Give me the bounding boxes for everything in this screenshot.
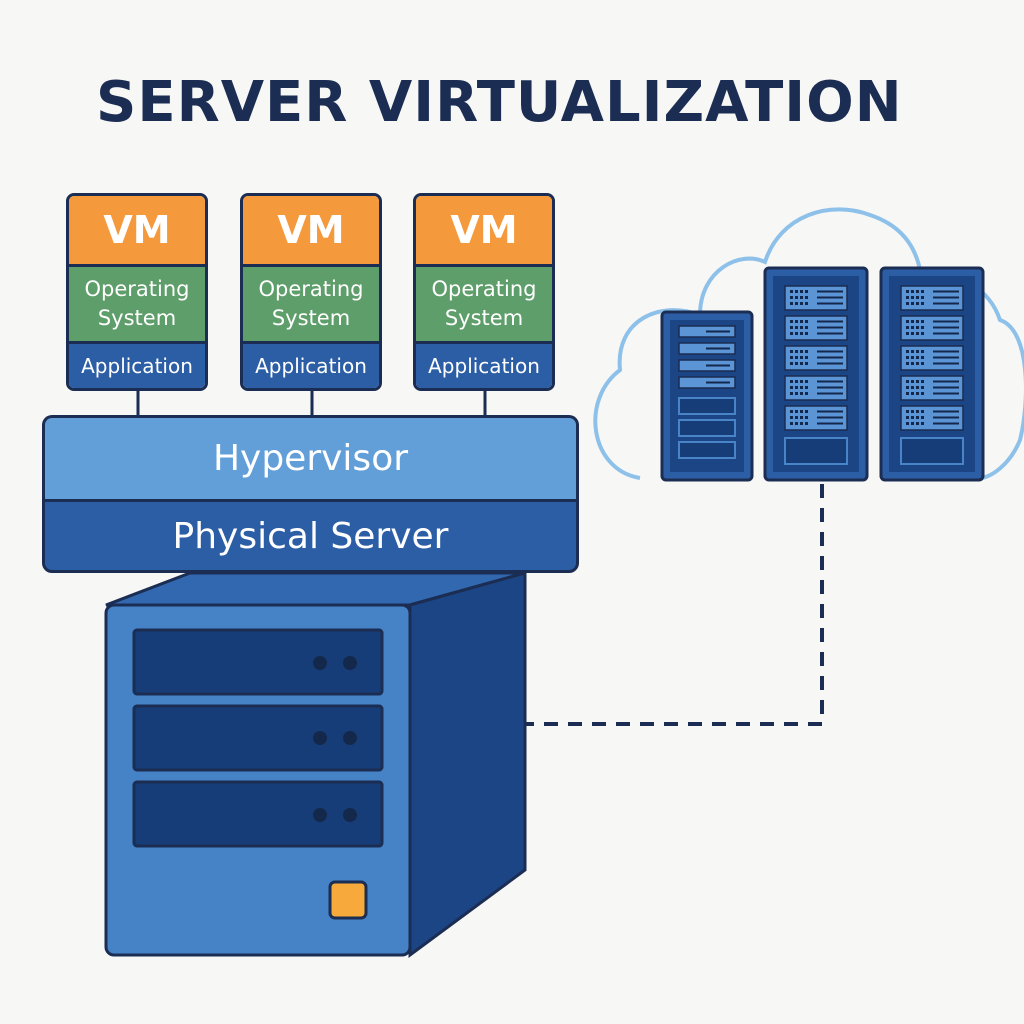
- rack-unit: [678, 342, 736, 355]
- rack-unit: [678, 359, 736, 372]
- vm-card[interactable]: VM Operating System Application: [240, 193, 382, 391]
- page-title: SERVER VIRTUALIZATION: [96, 70, 903, 135]
- rack-unit: [900, 285, 964, 311]
- power-button[interactable]: [328, 880, 368, 920]
- rack-unit: [678, 441, 736, 459]
- vm-operating-system: Operating System: [69, 267, 205, 344]
- vm-application: Application: [243, 344, 379, 388]
- rack-unit-empty: [784, 437, 848, 465]
- vm-connectors: [136, 391, 487, 416]
- rack-unit: [784, 285, 848, 311]
- vm-operating-system: Operating System: [243, 267, 379, 344]
- rack-unit-empty: [900, 437, 964, 465]
- server-rack-tall-2: [879, 266, 985, 482]
- physical-server-layer: Physical Server: [42, 499, 579, 573]
- rack-unit: [784, 345, 848, 371]
- server-rack-small: [660, 310, 754, 482]
- rack-unit: [900, 345, 964, 371]
- drive-bay: [132, 628, 384, 696]
- rack-unit: [784, 315, 848, 341]
- server-tower-icon: [104, 571, 527, 958]
- server-rack-tall-1: [763, 266, 869, 482]
- rack-unit: [678, 419, 736, 437]
- hypervisor-label: Hypervisor: [212, 438, 409, 479]
- rack-unit: [784, 375, 848, 401]
- network-connection-line: [525, 484, 824, 726]
- vm-operating-system: Operating System: [416, 267, 552, 344]
- hypervisor-layer: Hypervisor: [42, 415, 579, 499]
- vm-application: Application: [69, 344, 205, 388]
- vm-application: Application: [416, 344, 552, 388]
- rack-unit: [784, 405, 848, 431]
- rack-unit: [900, 405, 964, 431]
- vm-label: VM: [243, 196, 379, 267]
- rack-unit: [900, 315, 964, 341]
- drive-bay: [132, 780, 384, 848]
- vm-card[interactable]: VM Operating System Application: [66, 193, 208, 391]
- vm-card[interactable]: VM Operating System Application: [413, 193, 555, 391]
- vm-label: VM: [69, 196, 205, 267]
- vm-label: VM: [416, 196, 552, 267]
- rack-unit: [678, 376, 736, 389]
- rack-unit: [678, 397, 736, 415]
- drive-bay: [132, 704, 384, 772]
- rack-unit: [678, 325, 736, 338]
- rack-unit: [900, 375, 964, 401]
- physical-server-label: Physical Server: [172, 515, 449, 557]
